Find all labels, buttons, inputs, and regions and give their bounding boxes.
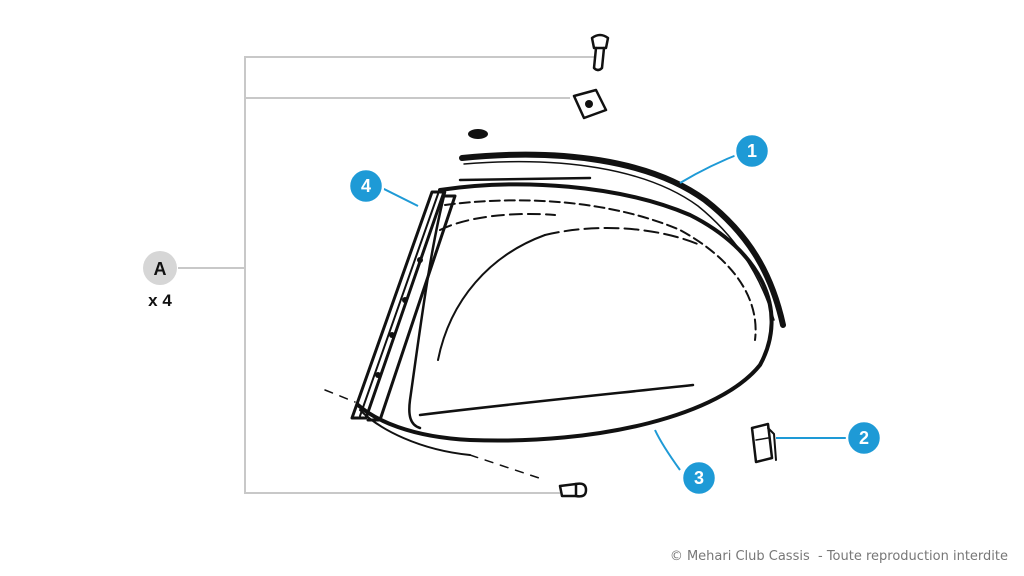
bolt-top — [590, 33, 610, 72]
copyright-notice: © Mehari Club Cassis - Toute reproductio… — [669, 549, 1008, 564]
leader-lines — [377, 151, 846, 471]
callout-1: 1 — [733, 132, 771, 170]
group-quantity: x 4 — [148, 291, 172, 310]
door-panel-body — [324, 176, 774, 481]
group-label: A — [154, 259, 167, 279]
group-a-badge: A — [143, 251, 177, 285]
window-channel — [350, 190, 457, 422]
bolt-bottom — [558, 482, 588, 498]
callout-2: 2 — [845, 419, 883, 457]
callout-4: 4 — [347, 167, 385, 205]
callout-4-number: 4 — [361, 176, 371, 196]
callout-1-number: 1 — [747, 141, 757, 161]
callout-3: 3 — [680, 459, 718, 497]
callout-2-number: 2 — [859, 428, 869, 448]
callout-3-number: 3 — [694, 468, 704, 488]
washer — [468, 129, 488, 139]
upper-trim-strip — [459, 151, 786, 328]
square-nut — [572, 88, 608, 120]
retaining-clip — [750, 422, 777, 464]
hardware-group-bracket — [178, 56, 595, 494]
